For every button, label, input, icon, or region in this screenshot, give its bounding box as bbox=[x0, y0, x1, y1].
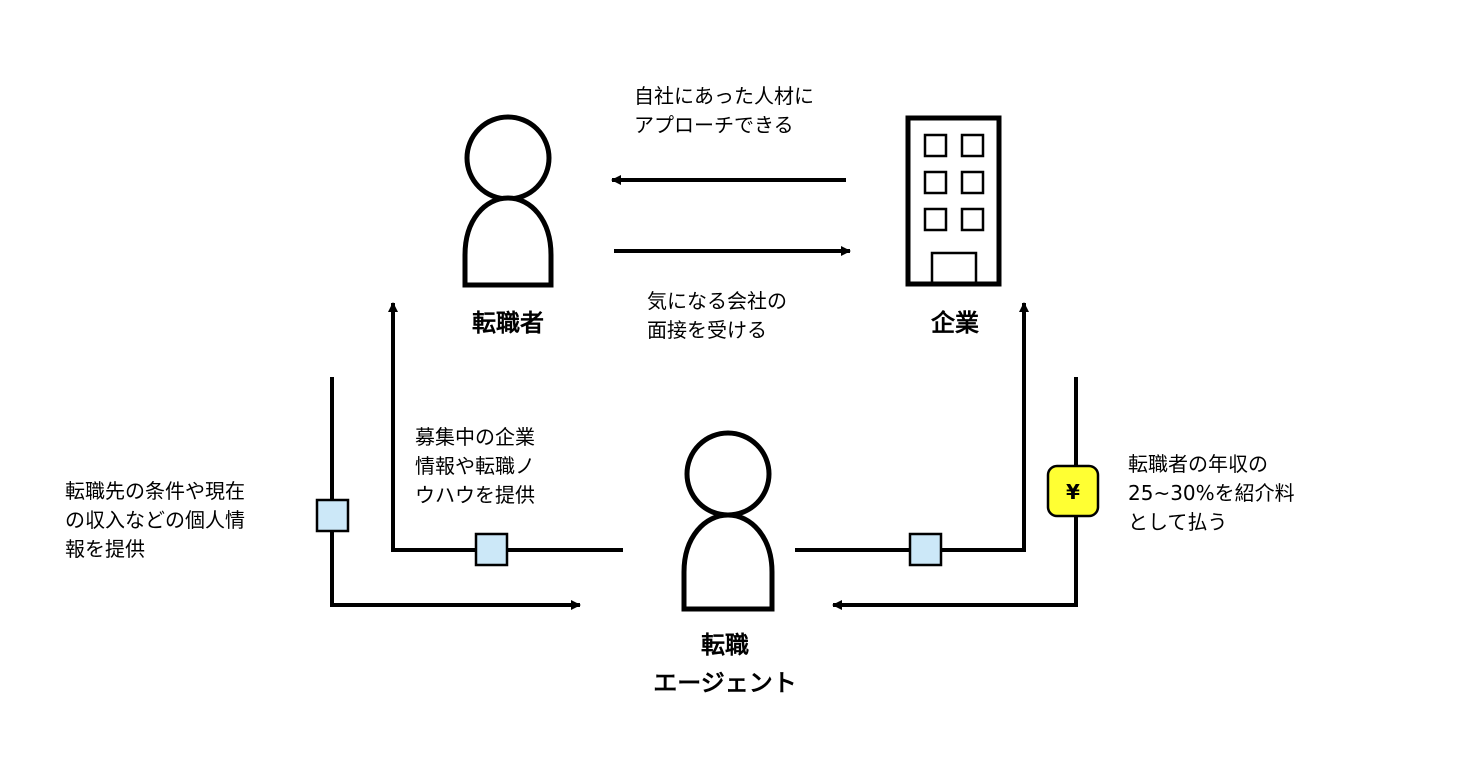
info-square-icon bbox=[474, 532, 509, 567]
agent-label-line2: エージェント bbox=[653, 669, 797, 697]
person-icon bbox=[681, 430, 775, 612]
company-to-agent-label: 転職者の年収の 25~30%を紹介料 として払う bbox=[1128, 452, 1295, 534]
seeker-to-agent-label: 転職先の条件や現在 の収入などの個人情 報を提供 bbox=[65, 479, 245, 561]
company-to-seeker-label: 自社にあった人材に アプローチできる bbox=[634, 84, 814, 137]
building-icon bbox=[905, 115, 1002, 287]
seeker-to-company-label: 気になる会社の 面接を受ける bbox=[647, 289, 787, 342]
yen-symbol: ¥ bbox=[1066, 480, 1080, 504]
agent-label: 転職 エージェント bbox=[630, 626, 820, 702]
agent-label-line1: 転職 bbox=[701, 631, 749, 659]
agent-to-seeker-label: 募集中の企業 情報や転職ノ ウハウを提供 bbox=[415, 425, 535, 507]
arrow-agent-to-company bbox=[795, 302, 1029, 552]
arrow-agent-to-seeker bbox=[388, 302, 623, 552]
info-square-icon bbox=[315, 498, 350, 533]
job-seeker-label: 転職者 bbox=[472, 309, 544, 337]
arrow-seeker-to-agent bbox=[330, 377, 581, 610]
arrow-company-to-agent bbox=[832, 377, 1078, 610]
company-label: 企業 bbox=[931, 309, 979, 337]
person-icon bbox=[462, 114, 554, 288]
yen-icon: ¥ bbox=[1046, 464, 1100, 518]
info-square-icon bbox=[908, 532, 943, 567]
